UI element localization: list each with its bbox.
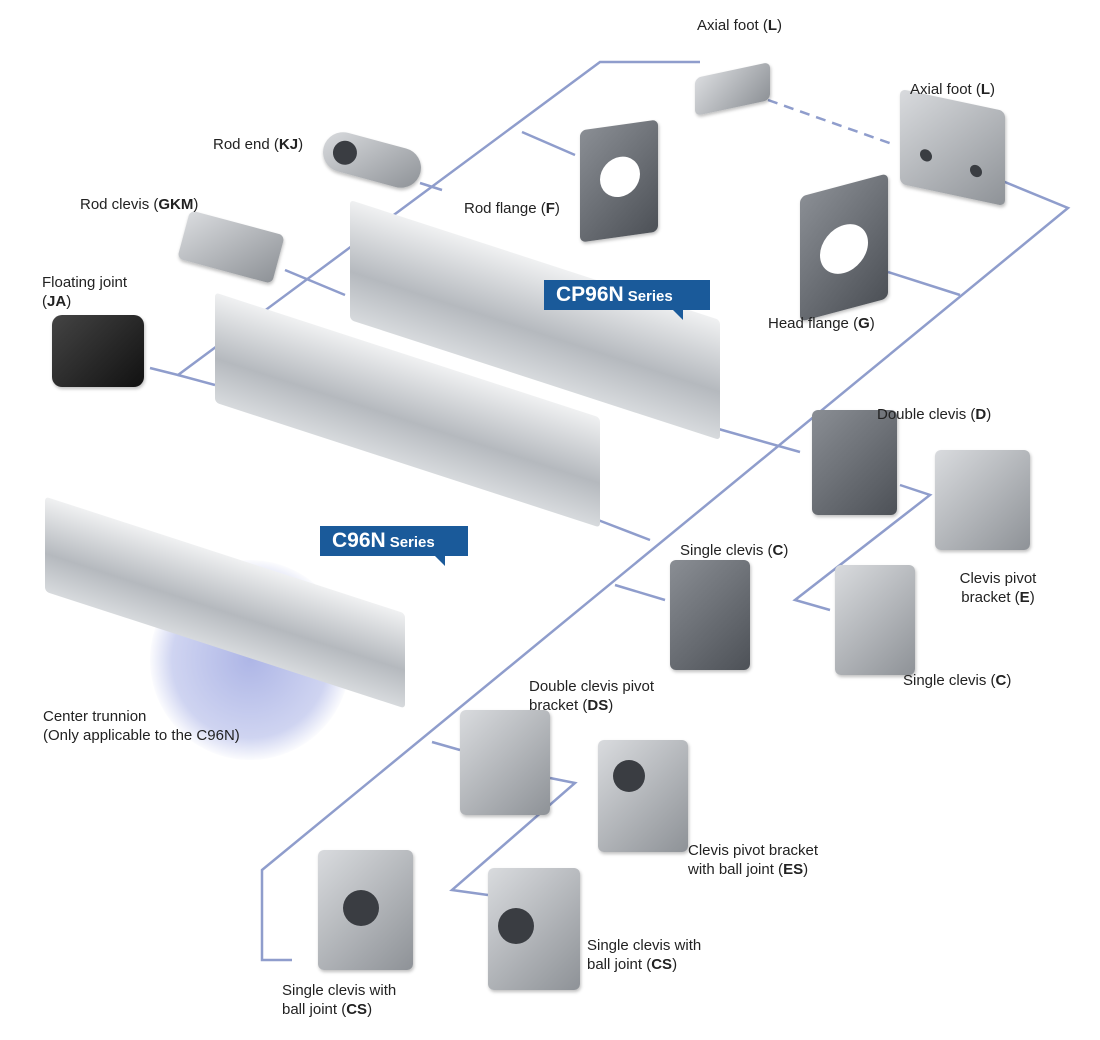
connector-line	[597, 518, 651, 542]
accessory-code: ES	[783, 861, 804, 878]
flange-bore	[820, 218, 868, 280]
ball-joint-hole	[613, 760, 645, 792]
label-rod-end: Rod end (KJ)	[213, 136, 304, 153]
mounting-hole	[970, 163, 982, 179]
connector-line	[614, 583, 666, 602]
accessory-name: Single clevis with ball joint	[587, 937, 702, 973]
connector-line	[419, 181, 443, 192]
label-clevis-pivot-bracket: Clevis pivot bracket (E)	[959, 570, 1037, 606]
connector-line	[177, 373, 216, 387]
label-center-trunnion: Center trunnion (Only applicable to the C…	[43, 707, 240, 745]
head-flange-image	[800, 173, 888, 322]
accessory-name: Single clevis with ball joint	[282, 982, 397, 1018]
accessory-code: D	[975, 406, 987, 423]
accessory-code: E	[1019, 589, 1030, 606]
single-clevis-image	[670, 560, 750, 670]
label-clevis-pivot-bracket-ball-joint: Clevis pivot bracket with ball joint (ES…	[688, 842, 819, 878]
accessory-code: C	[772, 542, 784, 559]
accessory-name: Double clevis pivot bracket	[529, 678, 655, 714]
single-clevis-image	[835, 565, 915, 675]
accessory-name: Double clevis	[877, 406, 967, 423]
clevis-pivot-bracket-ball-joint-image	[598, 740, 688, 852]
label-head-flange: Head flange (G)	[768, 315, 875, 332]
accessory-name: Rod clevis	[80, 196, 150, 213]
accessory-code: C	[995, 672, 1007, 689]
flange-bore	[600, 154, 640, 200]
accessory-name: Clevis pivot bracket with ball joint	[688, 842, 819, 878]
accessory-name: Floating joint	[42, 274, 128, 291]
accessory-name: Single clevis	[680, 542, 764, 559]
badge-suffix: Series	[627, 288, 673, 305]
floating-joint-image	[52, 315, 144, 387]
trunnion-caption-line-1: Center trunnion	[43, 708, 147, 725]
label-single-clevis: Single clevis (C)	[903, 672, 1012, 689]
accessory-code: JA	[47, 293, 67, 310]
accessory-code: DS	[587, 697, 609, 714]
accessory-code: CS	[651, 956, 673, 973]
accessory-name: Clevis pivot bracket	[959, 570, 1037, 606]
clevis-pivot-bracket-image	[935, 450, 1030, 550]
ball-joint-hole	[498, 908, 534, 944]
rod-flange-image	[580, 119, 658, 243]
label-double-clevis-pivot-bracket: Double clevis pivot bracket (DS)	[529, 678, 655, 714]
label-floating-joint: Floating joint(JA)	[42, 274, 128, 310]
connector-line	[887, 270, 961, 297]
connector-line	[284, 268, 346, 297]
single-clevis-ball-joint-image	[488, 868, 580, 990]
badge-suffix: Series	[389, 534, 435, 551]
accessory-code: L	[980, 81, 991, 98]
badge-name: CP96N	[556, 283, 624, 306]
double-clevis-pivot-bracket-image	[460, 710, 550, 815]
badge-name: C96N	[332, 529, 386, 552]
label-rod-clevis: Rod clevis (GKM)	[80, 196, 199, 213]
accessory-code: F	[545, 200, 555, 217]
accessory-code: GKM	[158, 196, 194, 213]
label-double-clevis: Double clevis (D)	[877, 406, 992, 423]
accessory-name: Single clevis	[903, 672, 987, 689]
connector-line	[521, 130, 576, 157]
label-single-clevis: Single clevis (C)	[680, 542, 789, 559]
accessory-name: Rod end	[213, 136, 270, 153]
connector-line	[792, 483, 933, 612]
connector-line	[431, 740, 461, 752]
bearing-hole	[330, 138, 360, 168]
label-axial-foot: Axial foot (L)	[697, 17, 783, 34]
accessory-code: G	[858, 315, 870, 332]
label-single-clevis-ball-joint: Single clevis with ball joint (CS)	[587, 937, 702, 973]
connector-line	[767, 98, 896, 147]
connector-line	[260, 178, 1071, 962]
label-rod-flange: Rod flange (F)	[464, 200, 560, 217]
label-axial-foot: Axial foot (L)	[910, 81, 996, 98]
accessory-name: Axial foot	[910, 81, 972, 98]
ball-joint-hole	[343, 890, 379, 926]
trunnion-caption-line-2: (Only applicable to the C96N)	[43, 727, 240, 744]
single-clevis-ball-joint-image	[318, 850, 413, 970]
accessory-code: KJ	[278, 136, 299, 153]
accessory-name: Head flange	[768, 315, 849, 332]
accessory-name: Axial foot	[697, 17, 759, 34]
label-single-clevis-ball-joint: Single clevis with ball joint (CS)	[282, 982, 397, 1018]
double-clevis-image	[812, 410, 897, 515]
connector-line	[714, 426, 801, 454]
accessory-code: L	[767, 17, 778, 34]
accessory-code: CS	[346, 1001, 368, 1018]
mounting-hole	[920, 148, 932, 163]
accessory-name: Rod flange	[464, 200, 537, 217]
connector-line	[449, 776, 578, 897]
